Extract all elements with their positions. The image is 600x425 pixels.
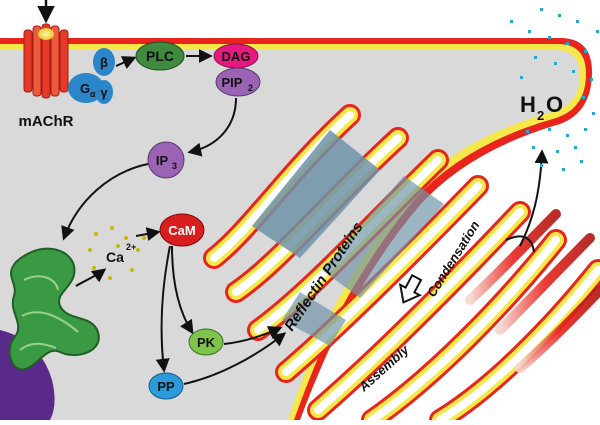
reflectin-bands xyxy=(252,130,444,346)
dag-label: DAG xyxy=(222,49,251,64)
pk-node: PK xyxy=(188,328,224,356)
g-gamma-label: γ xyxy=(100,85,108,100)
arrow-ip3-to-er xyxy=(61,163,149,241)
condensed-band-3 xyxy=(515,285,600,373)
g-protein: G α β γ xyxy=(68,48,115,104)
ca-sup: 2+ xyxy=(126,242,136,252)
water-exit-curve xyxy=(505,235,535,253)
water-label: H 2 O xyxy=(520,92,563,123)
pp-label: PP xyxy=(157,379,175,394)
g-alpha-sub: α xyxy=(90,89,96,99)
arrow-cam-to-pk xyxy=(171,245,194,335)
g-beta-label: β xyxy=(100,55,108,70)
plc-label: PLC xyxy=(146,48,174,64)
receptor-label: mAChR xyxy=(19,113,74,130)
receptor-machr xyxy=(23,23,69,99)
water-droplets xyxy=(510,8,599,171)
cam-label: CaM xyxy=(168,223,195,238)
arrow-g-to-plc xyxy=(115,56,137,69)
ca-label: Ca xyxy=(106,249,124,265)
arrow-ca-to-cam xyxy=(135,227,161,241)
calcium-ions xyxy=(88,226,146,280)
condensed-band-1 xyxy=(465,209,561,305)
ip-sub: 3 xyxy=(172,161,177,171)
ip3-node: IP 3 xyxy=(147,141,185,179)
arrow-pk-to-reflectin xyxy=(223,326,283,345)
water-o: O xyxy=(546,92,563,117)
arrow-pp-to-reflectin xyxy=(183,332,287,385)
pk-label: PK xyxy=(197,335,216,350)
plc-node: PLC xyxy=(135,41,185,71)
cam-node: CaM xyxy=(159,213,205,247)
arrow-cam-to-pp xyxy=(155,245,171,373)
g-alpha-label: G xyxy=(80,81,90,96)
dag-node: DAG xyxy=(213,43,259,69)
water-h: H xyxy=(520,92,536,117)
pp-node: PP xyxy=(148,372,184,400)
ip-label: IP xyxy=(156,153,169,168)
water-sub: 2 xyxy=(537,108,544,123)
pip2-node: PIP 2 xyxy=(215,67,261,97)
pip-label: PIP xyxy=(222,75,243,90)
arrow-er-to-ca xyxy=(75,268,107,287)
condensed-band-2 xyxy=(495,233,595,335)
endoplasmic-reticulum xyxy=(8,247,100,371)
pip-sub: 2 xyxy=(248,83,253,93)
assembly-arrow xyxy=(398,273,423,304)
arrow-pip2-to-ip3 xyxy=(187,97,237,157)
